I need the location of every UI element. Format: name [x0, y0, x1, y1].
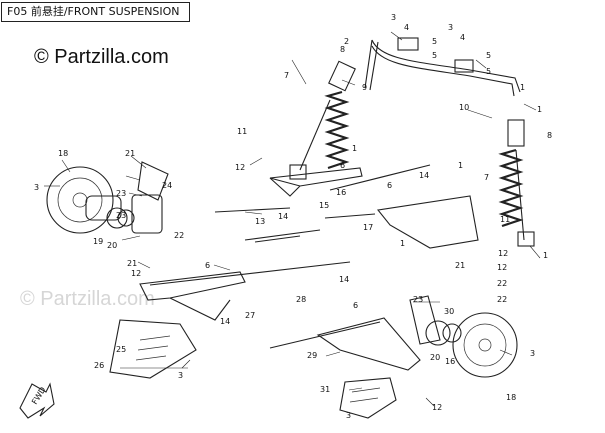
callout-number: 5 [432, 37, 437, 46]
shock-absorber-left [289, 60, 356, 180]
callout-number: 20 [107, 241, 117, 250]
callout-number: 17 [363, 223, 373, 232]
lower-arm-left [139, 271, 246, 321]
callout-number: 27 [245, 311, 255, 320]
callout-number: 22 [497, 295, 507, 304]
callout-number: 21 [455, 261, 465, 270]
callout-number: 20 [430, 353, 440, 362]
callout-number: 21 [125, 149, 135, 158]
callout-number: 24 [162, 181, 172, 190]
callout-number: 12 [131, 269, 141, 278]
callout-number: 22 [497, 279, 507, 288]
callout-number: 16 [445, 357, 455, 366]
callout-number: 8 [547, 131, 552, 140]
watermark-faint-text: © Partzilla.com [20, 288, 155, 310]
callout-number: 19 [93, 237, 103, 246]
watermark-text: © Partzilla.com [34, 46, 169, 68]
callout-number: 9 [362, 83, 367, 92]
callout-number: 13 [255, 217, 265, 226]
callout-number: 3 [346, 411, 351, 420]
callout-number: 1 [458, 161, 463, 170]
callout-number: 3 [34, 183, 39, 192]
callout-number: 23 [413, 295, 423, 304]
callout-number: 15 [319, 201, 329, 210]
callout-number: 11 [500, 215, 510, 224]
leader-lines [44, 31, 541, 407]
callout-number: 12 [432, 403, 442, 412]
fwd-arrow-icon: FWD [19, 382, 55, 419]
callout-number: 18 [506, 393, 516, 402]
callout-number: 3 [391, 13, 396, 22]
callout-number: 23 [116, 189, 126, 198]
callout-number: 16 [336, 188, 346, 197]
upper-arm-center [269, 167, 363, 197]
callout-number: 1 [352, 144, 357, 153]
callout-number: 12 [235, 163, 245, 172]
callout-number: 6 [353, 301, 358, 310]
hub-and-disc-left [46, 161, 169, 234]
callout-number: 5 [432, 51, 437, 60]
callout-number: 12 [497, 263, 507, 272]
svg-text:FWD: FWD [30, 385, 48, 406]
skid-plate-left [109, 319, 197, 379]
callout-number: 7 [484, 173, 489, 182]
callout-number: 6 [387, 181, 392, 190]
callout-number: 12 [498, 249, 508, 258]
callout-number: 1 [543, 251, 548, 260]
callout-number: 28 [296, 295, 306, 304]
callout-number: 30 [444, 307, 454, 316]
callout-number: 7 [284, 71, 289, 80]
callout-number: 1 [537, 105, 542, 114]
callout-number: 10 [459, 103, 469, 112]
shock-absorber-right [498, 119, 535, 247]
callout-number: 31 [320, 385, 330, 394]
callout-number: 3 [530, 349, 535, 358]
callout-number: 5 [486, 51, 491, 60]
callout-number: 26 [94, 361, 104, 370]
callout-number: 11 [237, 127, 247, 136]
callout-number: 21 [127, 259, 137, 268]
callout-number: 14 [220, 317, 230, 326]
long-bolts [149, 164, 431, 349]
callout-number: 29 [307, 351, 317, 360]
callout-number: 23 [116, 211, 126, 220]
callout-number: 25 [116, 345, 126, 354]
stabilizer-bar [364, 37, 521, 97]
callout-number: 3 [448, 23, 453, 32]
callout-number: 6 [205, 261, 210, 270]
callout-number: 2 [344, 37, 349, 46]
callout-number: 5 [486, 67, 491, 76]
callout-number: 14 [339, 275, 349, 284]
callout-number: 1 [520, 83, 525, 92]
part-callouts: 18 3 19 20 21 23 24 23 22 21 12 6 27 14 … [34, 13, 552, 420]
callout-number: 22 [174, 231, 184, 240]
callout-number: 6 [340, 161, 345, 170]
callout-number: 14 [278, 212, 288, 221]
callout-number: 4 [460, 33, 465, 42]
callout-number: 14 [419, 171, 429, 180]
callout-number: 18 [58, 149, 68, 158]
callout-number: 3 [178, 371, 183, 380]
callout-number: 8 [340, 45, 345, 54]
callout-number: 4 [404, 23, 409, 32]
skid-plate-right [339, 377, 397, 419]
lower-arm-right-bottom [316, 317, 421, 371]
lower-arm-right [376, 195, 479, 249]
hub-and-disc-right [409, 295, 518, 378]
page-title: F05 前悬挂/FRONT SUSPENSION [1, 2, 190, 22]
callout-number: 1 [400, 239, 405, 248]
